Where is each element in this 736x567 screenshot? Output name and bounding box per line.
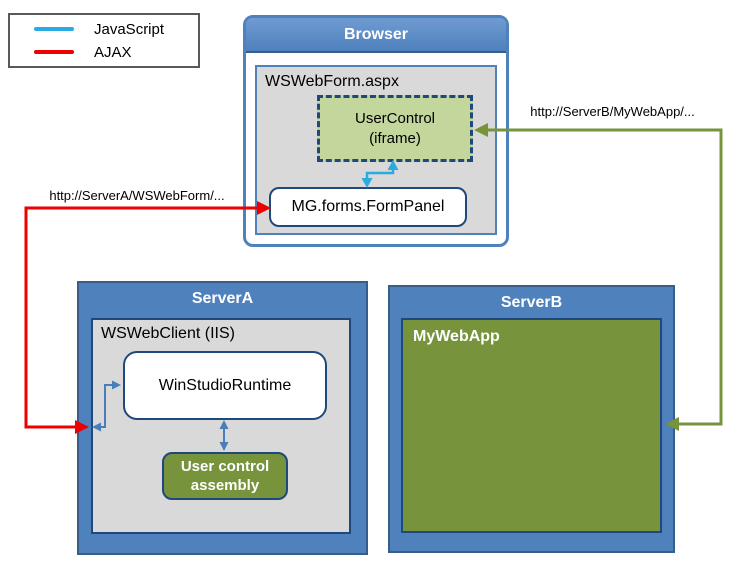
winstudioruntime-node: WinStudioRuntime bbox=[123, 351, 327, 420]
mywebapp-node: MyWebApp bbox=[401, 318, 662, 533]
assembly-label-line2: assembly bbox=[190, 477, 260, 494]
winstudioruntime-label: WinStudioRuntime bbox=[158, 376, 292, 394]
legend-item-ajax: AJAX bbox=[34, 44, 198, 61]
legend-javascript-label: JavaScript bbox=[94, 20, 165, 38]
mywebapp-label: MyWebApp bbox=[413, 328, 500, 345]
server-a-title: ServerA bbox=[191, 290, 254, 307]
server-a-url-annotation: http://ServerA/WSWebForm/... bbox=[49, 188, 225, 203]
wswebclient-label: WSWebClient (IIS) bbox=[101, 325, 235, 342]
legend-ajax-label: AJAX bbox=[94, 43, 132, 61]
wswebform-label: WSWebForm.aspx bbox=[265, 73, 399, 90]
usercontrol-iframe-node: UserControl (iframe) bbox=[317, 95, 473, 162]
usercontrol-label-line1: UserControl bbox=[354, 110, 436, 127]
usercontrol-label-line2: (iframe) bbox=[369, 129, 421, 147]
javascript-line-icon bbox=[34, 27, 74, 31]
legend: JavaScript AJAX bbox=[8, 13, 200, 68]
assembly-label-line1: User control bbox=[180, 457, 270, 475]
legend-item-javascript: JavaScript bbox=[34, 21, 198, 38]
ajax-line-icon bbox=[34, 50, 74, 54]
server-b-url-annotation: http://ServerB/MyWebApp/... bbox=[530, 104, 695, 119]
formpanel-label: MG.forms.FormPanel bbox=[291, 198, 445, 215]
server-b-title: ServerB bbox=[500, 294, 563, 311]
formpanel-node: MG.forms.FormPanel bbox=[269, 187, 467, 227]
browser-node-title: Browser bbox=[246, 18, 506, 53]
user-control-assembly-node: User control assembly bbox=[162, 452, 288, 500]
